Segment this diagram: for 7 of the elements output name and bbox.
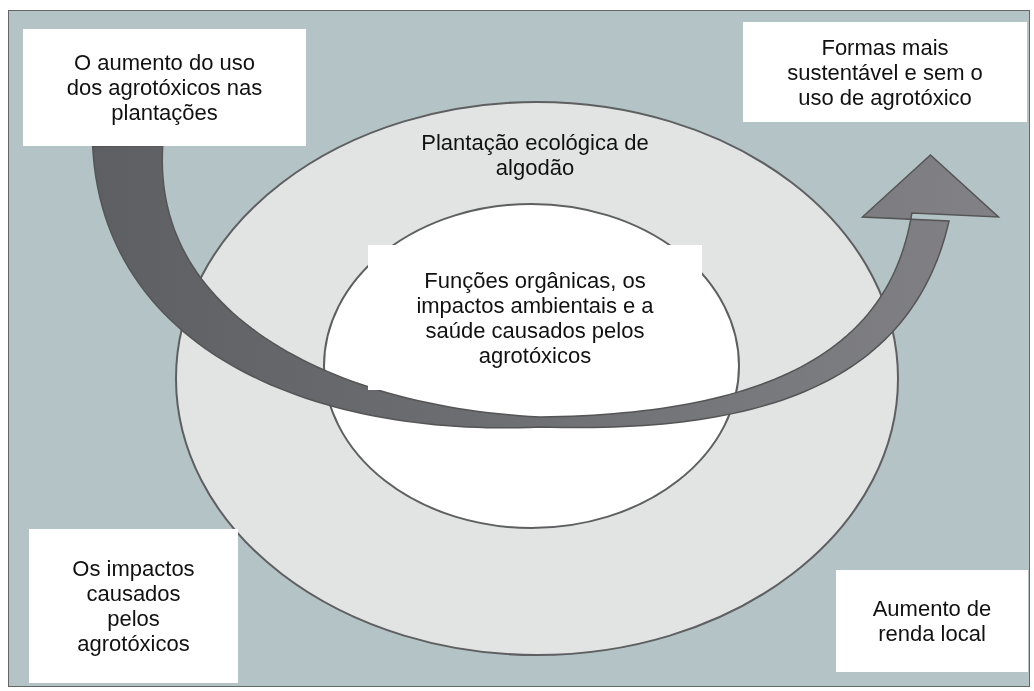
text-box: Formas mais sustentável e sem o uso de agrotóxico	[743, 22, 1027, 122]
text-box: Aumento de renda local	[836, 570, 1028, 672]
node-label: Plantação ecológica de algodão	[420, 129, 650, 182]
text-box: Os impactos causados pelos agrotóxicos	[29, 529, 238, 683]
node-label: Funções orgânicas, os impactos ambientais e a saúde causados pelos agrotóxicos	[368, 245, 702, 390]
curved-arrow	[91, 144, 1001, 429]
text-box: O aumento do uso dos agrotóxicos nas plantações	[23, 29, 306, 146]
